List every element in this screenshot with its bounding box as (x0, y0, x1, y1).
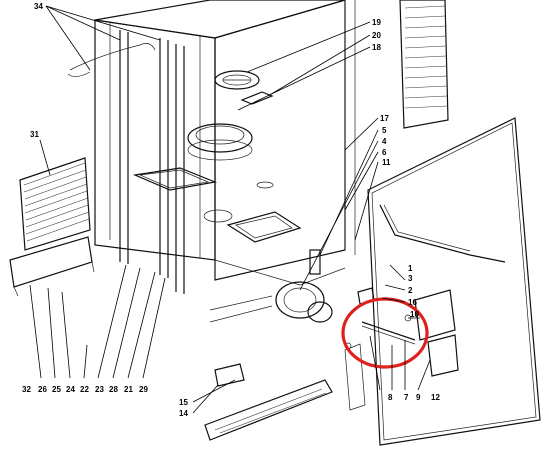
blower-motor (209, 249, 333, 323)
label-4: 4 (382, 137, 387, 146)
label-23: 23 (95, 385, 104, 394)
label-15: 15 (179, 398, 188, 407)
label-14: 14 (179, 409, 188, 418)
label-17: 17 (380, 114, 389, 123)
label-8: 8 (388, 393, 393, 402)
label-34: 34 (34, 2, 43, 11)
label-26: 26 (38, 385, 47, 394)
inner-frames (132, 167, 302, 243)
label-21: 21 (124, 385, 133, 394)
label-31: 31 (30, 130, 39, 139)
label-20: 20 (372, 31, 381, 40)
label-7: 7 (404, 393, 409, 402)
part-labels: 34 19 20 18 17 5 4 6 11 31 3 1 2 16 10 1… (22, 2, 440, 418)
label-25: 25 (52, 385, 61, 394)
fan-grille-assembly (187, 70, 274, 161)
front-lower-panel (9, 236, 95, 297)
label-24: 24 (66, 385, 75, 394)
label-11: 11 (382, 158, 391, 167)
filter-grille (19, 157, 91, 251)
label-12: 12 (431, 393, 440, 402)
label-29: 29 (139, 385, 148, 394)
base-rails (204, 343, 366, 441)
cabinet-body (94, 0, 356, 286)
label-5: 5 (382, 126, 387, 135)
label-18: 18 (372, 43, 381, 52)
label-16: 16 (408, 298, 417, 307)
side-door-panel (367, 117, 541, 446)
label-32: 32 (22, 385, 31, 394)
vertical-rails (67, 30, 185, 294)
label-22: 22 (80, 385, 89, 394)
label-19: 19 (372, 18, 381, 27)
label-1: 1 (408, 264, 413, 273)
highlight-ellipse (341, 297, 429, 369)
label-6: 6 (382, 148, 387, 157)
leader-lines (29, 5, 431, 414)
label-3: 3 (408, 274, 413, 283)
label-28: 28 (109, 385, 118, 394)
label-2: 2 (408, 286, 413, 295)
label-10: 10 (410, 310, 419, 319)
label-9: 9 (416, 393, 421, 402)
heat-exchanger-coil (399, 0, 449, 129)
